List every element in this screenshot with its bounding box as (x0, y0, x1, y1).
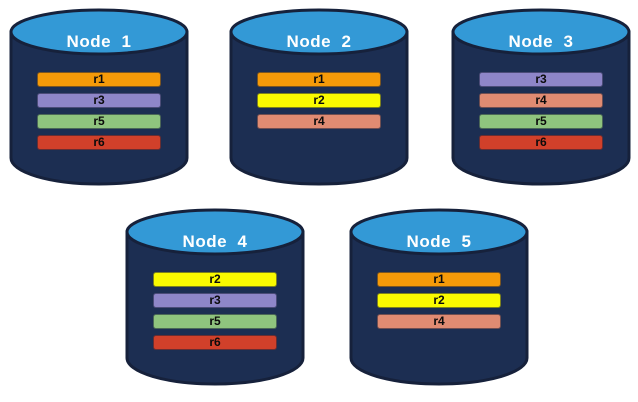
replica-r2[interactable]: r2 (377, 293, 501, 308)
replica-r1[interactable]: r1 (377, 272, 501, 287)
database-node-4[interactable]: Node 4 r2 r3 r5 r6 (124, 208, 306, 388)
database-node-1[interactable]: Node 1 r1 r3 r5 r6 (8, 8, 190, 188)
replica-r6[interactable]: r6 (479, 135, 603, 150)
database-node-2[interactable]: Node 2 r1 r2 r4 (228, 8, 410, 188)
replica-r2[interactable]: r2 (257, 93, 381, 108)
replica-r3[interactable]: r3 (37, 93, 161, 108)
node-title-5: Node 5 (406, 232, 472, 251)
replica-r6[interactable]: r6 (37, 135, 161, 150)
replica-r4[interactable]: r4 (257, 114, 381, 129)
replica-list: r1 r2 r4 (228, 72, 410, 135)
replica-r4[interactable]: r4 (377, 314, 501, 329)
node-title-2: Node 2 (286, 32, 352, 51)
replica-list: r1 r2 r4 (348, 272, 530, 335)
replica-list: r1 r3 r5 r6 (8, 72, 190, 156)
replica-r5[interactable]: r5 (37, 114, 161, 129)
cylinder-icon (229, 8, 409, 186)
replica-list: r2 r3 r5 r6 (124, 272, 306, 356)
replica-r2[interactable]: r2 (153, 272, 277, 287)
replica-r4[interactable]: r4 (479, 93, 603, 108)
replica-r6[interactable]: r6 (153, 335, 277, 350)
replica-r5[interactable]: r5 (479, 114, 603, 129)
node-title-3: Node 3 (508, 32, 574, 51)
replica-r5[interactable]: r5 (153, 314, 277, 329)
cylinder-icon (349, 208, 529, 386)
replica-r3[interactable]: r3 (479, 72, 603, 87)
database-node-5[interactable]: Node 5 r1 r2 r4 (348, 208, 530, 388)
replica-list: r3 r4 r5 r6 (450, 72, 632, 156)
replica-r3[interactable]: r3 (153, 293, 277, 308)
database-node-3[interactable]: Node 3 r3 r4 r5 r6 (450, 8, 632, 188)
replica-r1[interactable]: r1 (37, 72, 161, 87)
replica-r1[interactable]: r1 (257, 72, 381, 87)
node-title-1: Node 1 (66, 32, 132, 51)
node-title-4: Node 4 (182, 232, 248, 251)
